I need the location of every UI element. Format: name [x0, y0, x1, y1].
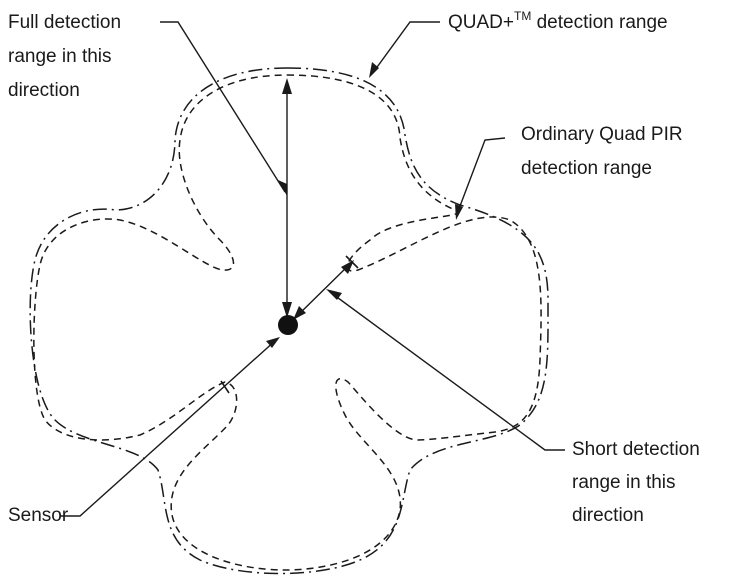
ordinary-pir-leader	[456, 137, 506, 215]
full-range-label-line2: range in this	[8, 46, 112, 67]
short-range-leader-arrow	[326, 289, 342, 300]
sensor-lower-tick	[220, 380, 230, 394]
full-range-label-line1: Full detection	[8, 12, 121, 33]
sensor-leader	[60, 339, 277, 517]
short-range-leader	[329, 291, 565, 451]
ordinary-pir-label-line1: Ordinary Quad PIR	[521, 124, 683, 145]
quad-plus-trademark: TM	[514, 9, 531, 23]
full-range-arrow-bottom	[282, 302, 292, 318]
sensor-leader-arrow	[266, 337, 280, 348]
quad-plus-prefix: QUAD+	[448, 12, 514, 33]
quad-plus-detection-boundary	[29, 67, 549, 575]
quad-plus-label: QUAD+TM detection range	[448, 9, 668, 33]
short-range-label-line1: Short detection	[572, 439, 700, 460]
full-range-leader-arrow	[278, 180, 287, 196]
short-range-label-line3: direction	[572, 505, 644, 526]
short-range-dimension-line	[294, 261, 353, 319]
sensor-dot	[278, 315, 298, 335]
ordinary-pir-label-line2: detection range	[521, 158, 652, 179]
short-range-label-line2: range in this	[572, 472, 676, 493]
sensor-label: Sensor	[8, 505, 69, 526]
short-range-arrow-outer	[341, 260, 354, 274]
quad-plus-leader-arrow	[369, 62, 379, 78]
full-range-leader	[160, 21, 286, 193]
full-range-arrow-top	[282, 78, 292, 94]
ordinary-quad-pir-boundary	[33, 74, 542, 571]
quad-plus-suffix: detection range	[531, 12, 667, 33]
ordinary-pir-leader-arrow	[455, 204, 463, 220]
full-range-label-line3: direction	[8, 80, 80, 101]
short-range-end-tick	[345, 255, 359, 269]
quad-plus-leader	[371, 21, 440, 75]
short-range-arrow-inner	[293, 306, 306, 320]
